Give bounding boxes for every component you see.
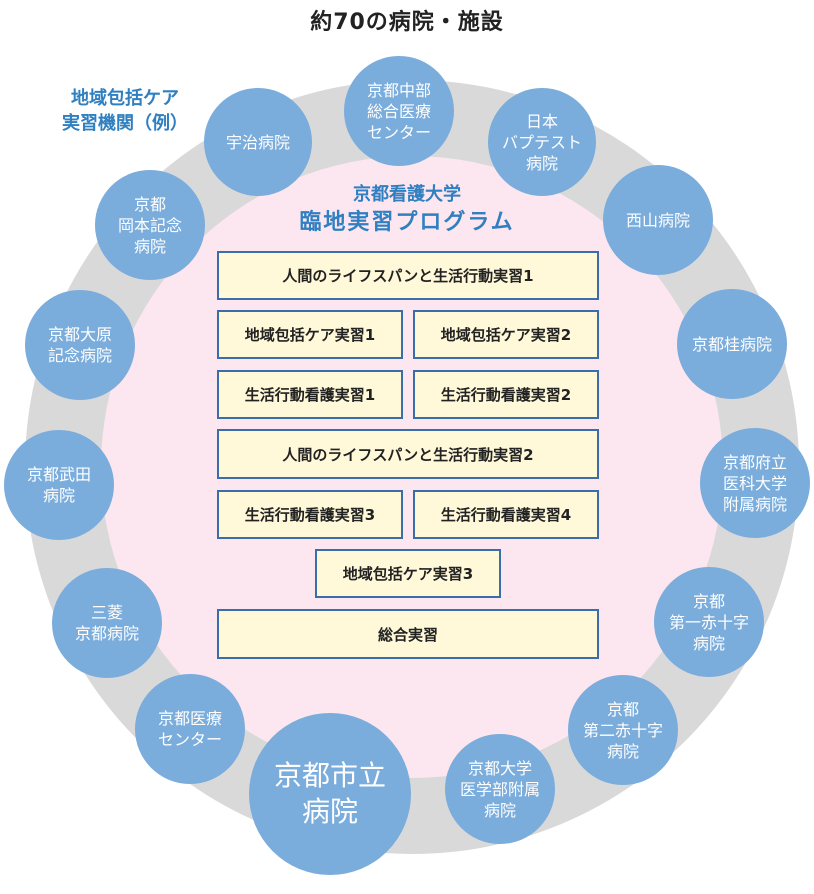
diagram-title: 約70の病院・施設 bbox=[310, 10, 504, 35]
practicum-box: 地域包括ケア実習3 bbox=[315, 549, 501, 598]
practicum-box: 地域包括ケア実習2 bbox=[413, 310, 599, 359]
hospital-circle: 宇治病院 bbox=[204, 88, 312, 196]
practicum-box: 総合実習 bbox=[217, 609, 599, 659]
hospital-circle: 西山病院 bbox=[603, 165, 713, 275]
practicum-box: 生活行動看護実習2 bbox=[413, 370, 599, 419]
hospital-circle: 京都桂病院 bbox=[677, 289, 787, 399]
hospital-circle: 京都武田 病院 bbox=[4, 430, 114, 540]
practicum-box: 人間のライフスパンと生活行動実習1 bbox=[217, 251, 599, 300]
hospital-circle: 京都府立 医科大学 附属病院 bbox=[700, 428, 810, 538]
hospital-circle: 京都 第一赤十字 病院 bbox=[654, 567, 764, 677]
facility-examples-label: 地域包括ケア 実習機関（例） bbox=[62, 88, 188, 134]
practicum-box: 生活行動看護実習3 bbox=[217, 490, 403, 539]
hospital-circle: 京都大学 医学部附属 病院 bbox=[445, 734, 555, 844]
hospital-circle: 京都 第二赤十字 病院 bbox=[568, 675, 678, 785]
hospital-circle: 日本 バプテスト 病院 bbox=[488, 88, 596, 196]
hospital-circle: 京都医療 センター bbox=[135, 674, 245, 784]
university-name: 京都看護大学 bbox=[353, 184, 461, 205]
hospital-circle: 三菱 京都病院 bbox=[52, 568, 162, 678]
practicum-box: 人間のライフスパンと生活行動実習2 bbox=[217, 429, 599, 479]
hospital-circle: 京都中部 総合医療 センター bbox=[344, 56, 454, 166]
practicum-box: 生活行動看護実習4 bbox=[413, 490, 599, 539]
hospital-circle: 京都大原 記念病院 bbox=[25, 290, 135, 400]
practicum-box: 生活行動看護実習1 bbox=[217, 370, 403, 419]
hospital-circle-featured: 京都市立 病院 bbox=[249, 713, 411, 875]
hospital-circle: 京都 岡本記念 病院 bbox=[95, 170, 205, 280]
practicum-box: 地域包括ケア実習1 bbox=[217, 310, 403, 359]
program-title: 臨地実習プログラム bbox=[299, 210, 515, 235]
